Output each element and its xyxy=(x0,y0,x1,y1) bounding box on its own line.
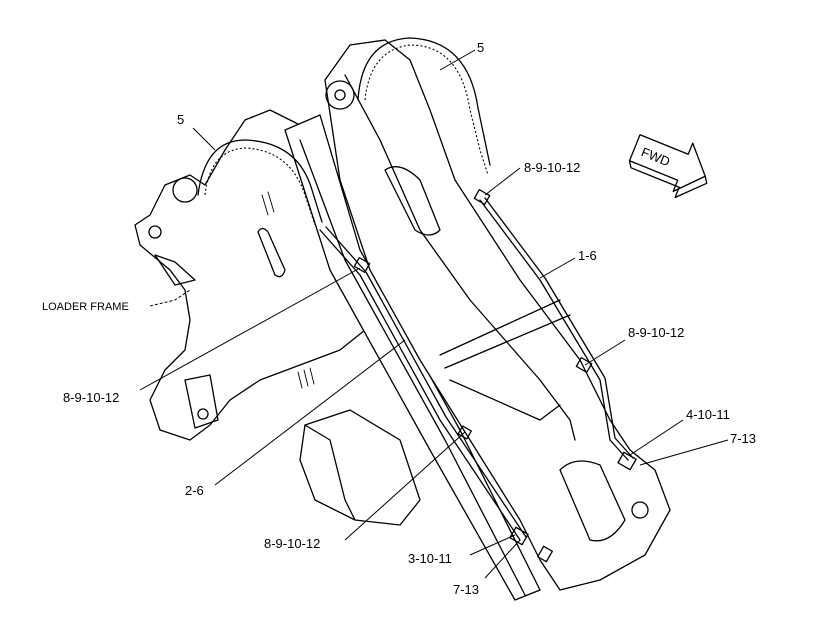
frame-foot xyxy=(154,254,196,286)
right-boom-cutout xyxy=(384,166,441,236)
leader-elbow-bottom xyxy=(484,539,521,579)
right-boom-bracket xyxy=(559,460,626,542)
label-hose-left: 5 xyxy=(177,112,184,127)
label-fitting-bottom-right: 3-10-11 xyxy=(408,551,452,566)
hose-left-outer xyxy=(197,139,323,223)
boom-pivot-top-inner xyxy=(334,89,346,101)
frame-marks xyxy=(261,191,315,389)
label-fitting-top: 8-9-10-12 xyxy=(524,160,580,175)
leader-tube-left xyxy=(214,339,406,486)
fitting-lower-right xyxy=(617,451,637,471)
label-loader-frame: LOADER FRAME xyxy=(42,301,129,313)
label-tube-left: 2-6 xyxy=(185,483,204,498)
lower-support-block xyxy=(299,409,421,526)
leader-elbow-lower-right xyxy=(639,439,729,466)
fitting-bottom-right xyxy=(509,526,529,546)
tube-left-parallel xyxy=(325,226,527,538)
frame-bolt xyxy=(197,408,209,420)
label-elbow-lower-right: 7-13 xyxy=(730,431,756,446)
right-boom-arm xyxy=(324,39,671,591)
boom-pivot-top xyxy=(325,80,355,110)
fitting-left xyxy=(353,257,371,273)
fitting-bottom xyxy=(457,425,472,440)
leader-fitting-bottom-right xyxy=(469,534,516,556)
leader-tube-right xyxy=(539,257,576,279)
leader-fitting-left xyxy=(139,267,361,391)
boom-crossbar xyxy=(439,299,571,369)
fitting-mid-right xyxy=(575,357,593,373)
label-fitting-lower-right: 4-10-11 xyxy=(686,407,730,422)
leader-fitting-bottom xyxy=(344,431,466,541)
hose-right-outer xyxy=(357,37,491,166)
hose-left xyxy=(204,147,316,226)
leader-fitting-mid-right xyxy=(584,339,626,366)
label-elbow-bottom: 7-13 xyxy=(453,582,479,597)
label-fitting-mid-right: 8-9-10-12 xyxy=(628,325,684,340)
frame-pin-hole-top xyxy=(172,177,198,203)
lower-support-edge xyxy=(304,424,356,521)
leader-loader-frame xyxy=(149,289,191,307)
leader-hose-right xyxy=(439,49,476,71)
left-boom-edge xyxy=(299,139,526,596)
tube-right-parallel xyxy=(484,197,634,459)
label-fitting-bottom: 8-9-10-12 xyxy=(264,536,320,551)
boom-crossbar-lower xyxy=(449,379,561,421)
frame-pin-hole-left xyxy=(148,225,162,239)
leader-hose-left xyxy=(192,127,216,151)
frame-slot xyxy=(257,227,286,278)
frame-plate xyxy=(184,374,219,429)
label-tube-right: 1-6 xyxy=(578,248,597,263)
fitting-top xyxy=(473,189,491,205)
fwd-direction-arrow: FWD xyxy=(628,134,708,199)
right-boom-inner-edge xyxy=(344,74,576,441)
label-fitting-left: 8-9-10-12 xyxy=(63,390,119,405)
fitting-small-bottom xyxy=(537,545,553,563)
leader-fitting-top xyxy=(484,167,521,196)
label-hose-right: 5 xyxy=(477,40,484,55)
boom-pivot-right xyxy=(631,501,649,519)
tube-right xyxy=(479,199,629,461)
hose-right xyxy=(364,44,489,176)
tube-left xyxy=(319,229,521,541)
leader-fitting-lower-right xyxy=(629,419,684,456)
